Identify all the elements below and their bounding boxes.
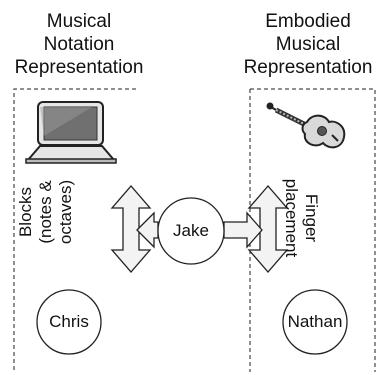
header-embodied-musical: Embodied Musical Representation <box>236 10 380 79</box>
header-line: Representation <box>14 57 144 78</box>
finger-placement-label: Finger placement <box>277 163 321 273</box>
jake-node <box>157 197 225 265</box>
laptop-icon <box>25 101 117 164</box>
blocks-label-line: octaves) <box>56 179 75 245</box>
blocks-label: Blocks (notes & octaves) <box>16 147 80 277</box>
nathan-label: Nathan <box>287 312 343 331</box>
left-vertical-double-arrow <box>110 185 152 273</box>
nathan-node <box>282 289 348 355</box>
right-horizontal-double-arrow <box>223 211 263 249</box>
left-horizontal-double-arrow <box>136 211 159 249</box>
header-line: Musical <box>275 34 341 55</box>
left-region-border <box>13 88 136 372</box>
header-line: Notation <box>43 34 115 55</box>
header-line: Representation <box>243 57 373 78</box>
jake-label: Jake <box>173 221 209 240</box>
blocks-label-line: (notes & <box>36 180 55 244</box>
header-musical-notation: Musical Notation Representation <box>0 10 158 79</box>
guitar-icon <box>266 102 346 149</box>
finger-label-line: Finger <box>302 193 321 243</box>
blocks-label-line: Blocks <box>16 186 35 238</box>
header-line: Musical <box>46 11 112 32</box>
chris-label: Chris <box>49 312 89 331</box>
finger-label-line: placement <box>282 178 301 258</box>
right-vertical-double-arrow <box>247 185 289 273</box>
chris-node <box>36 289 102 355</box>
header-line: Embodied <box>265 11 351 32</box>
